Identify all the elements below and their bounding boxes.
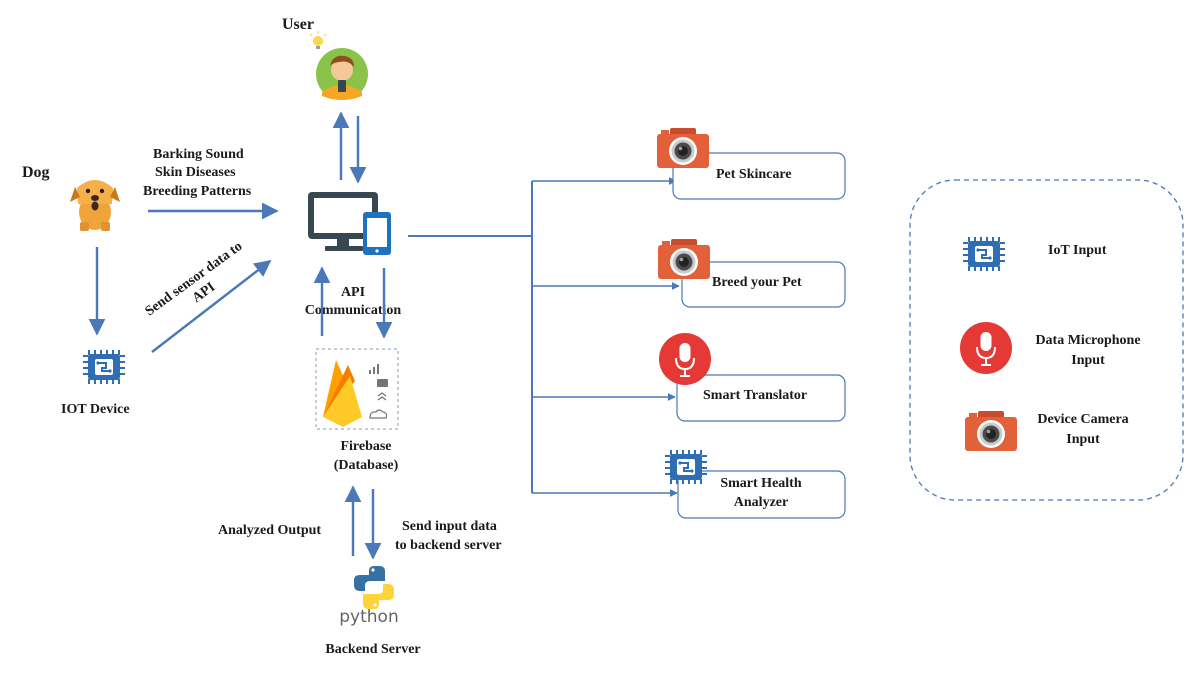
legend-cam-label-line1: Device Camera (1037, 412, 1128, 427)
legend-chip-icon (962, 236, 1006, 272)
dog-icon (70, 180, 120, 231)
feature-breed-label: Breed your Pet (712, 275, 802, 290)
firebase-label-line2: (Database) (334, 458, 399, 473)
legend-camera-icon (965, 411, 1017, 451)
analyzed-output-label: Analyzed Output (218, 523, 321, 538)
computer-phone-icon (308, 192, 391, 255)
send-input-label-line1: Send input data (402, 519, 497, 534)
iot-chip-icon (82, 349, 126, 385)
legend-iot-label: IoT Input (1048, 243, 1107, 258)
python-wordmark: python (339, 607, 398, 627)
feature-box-health (677, 470, 846, 519)
dog-label: Dog (22, 164, 50, 181)
user-avatar-icon (309, 31, 368, 100)
chip-icon (664, 449, 708, 485)
feature-pet-skincare-label: Pet Skincare (716, 167, 792, 182)
camera-icon (658, 239, 710, 279)
feature-box-translator (676, 374, 846, 422)
skin-diseases-label: Skin Diseases (155, 165, 236, 180)
feature-health-label-line2: Analyzer (734, 495, 788, 510)
microphone-icon (658, 332, 712, 386)
arrow-iot-to-api (151, 259, 272, 353)
python-logo-icon (354, 566, 394, 609)
legend-mic-label-line2: Input (1071, 353, 1105, 368)
feature-translator-label: Smart Translator (703, 388, 807, 403)
iot-device-label: IOT Device (61, 402, 130, 417)
api-label-line1: API (341, 285, 365, 300)
feature-box-pet-skincare (672, 152, 846, 200)
barking-sound-label: Barking Sound (153, 147, 244, 162)
backend-server-label: Backend Server (325, 642, 420, 657)
sensor-label-line1: Send sensor data to (143, 239, 246, 319)
user-label: User (282, 16, 314, 33)
legend-microphone-icon (959, 321, 1013, 375)
legend-mic-label-line1: Data Microphone (1035, 333, 1140, 348)
legend-box (909, 179, 1184, 501)
legend-cam-label-line2: Input (1066, 432, 1100, 447)
feature-health-label-line1: Smart Health (720, 476, 801, 491)
firebase-label-line1: Firebase (340, 439, 391, 454)
api-label-line2: Communication (305, 303, 402, 318)
firebase-frame (315, 348, 399, 430)
firebase-icon (323, 360, 388, 427)
send-input-label-line2: to backend server (395, 538, 502, 553)
feature-box-breed (681, 261, 846, 308)
camera-icon (657, 128, 709, 168)
breeding-patterns-label: Breeding Patterns (143, 184, 252, 199)
